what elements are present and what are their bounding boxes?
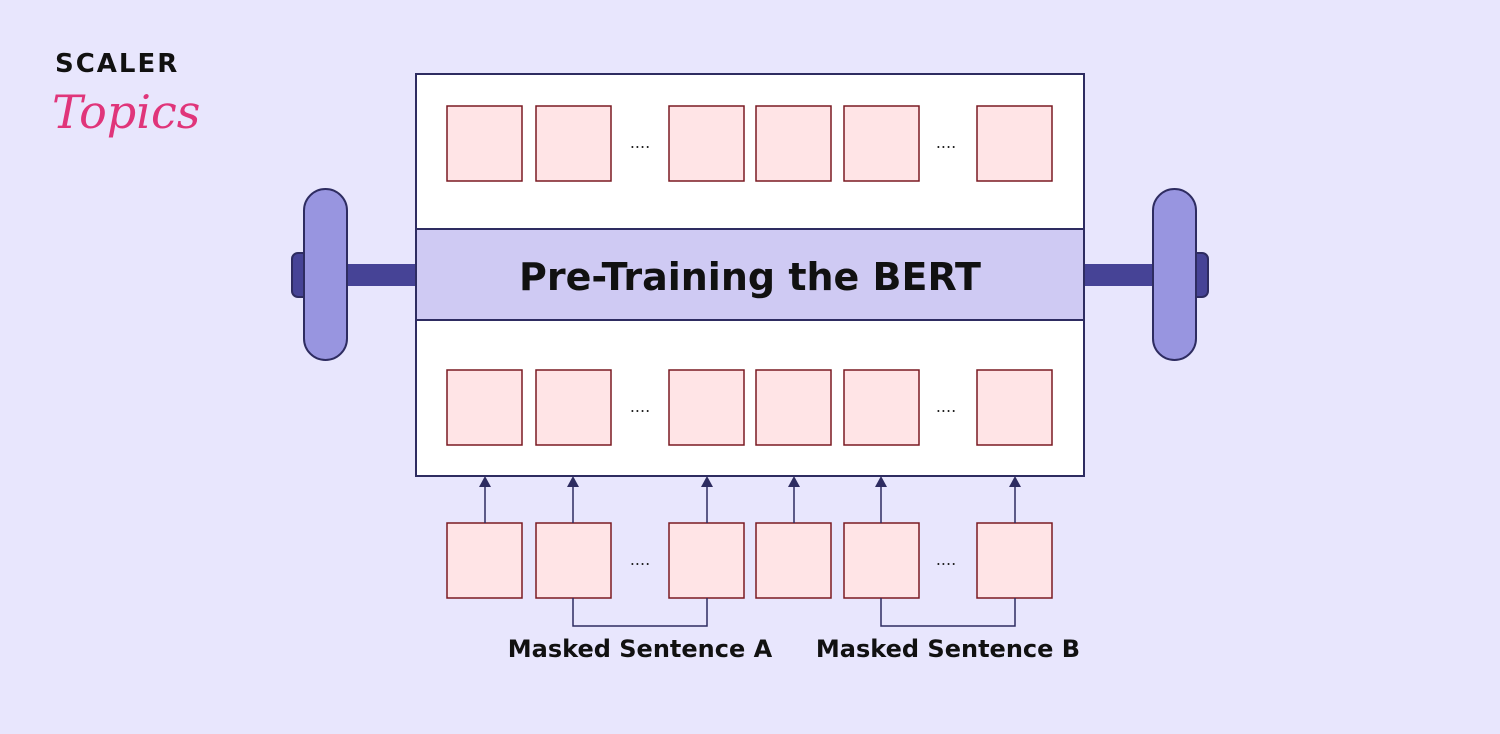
arrow-head-icon — [1009, 476, 1021, 487]
hidden-token-box — [976, 369, 1053, 446]
hidden-token-box — [755, 369, 832, 446]
ellipsis: .... — [936, 397, 956, 416]
diagram-title: Pre-Training the BERT — [519, 255, 981, 299]
right-dumbbell-weight — [1082, 188, 1209, 361]
sentence-bracket — [880, 598, 1016, 627]
input-token-box — [976, 522, 1053, 599]
input-token-box — [535, 522, 612, 599]
hidden-token-box — [446, 369, 523, 446]
sentence-bracket — [572, 598, 708, 627]
title-band — [415, 228, 1085, 321]
left-dumbbell-weight — [291, 188, 418, 361]
ellipsis: .... — [630, 133, 650, 152]
output-token-box — [976, 105, 1053, 182]
hidden-token-box — [843, 369, 920, 446]
right-plate — [1152, 188, 1197, 361]
label-masked-sentence-b: Masked Sentence B — [816, 635, 1080, 663]
input-token-box — [668, 522, 745, 599]
output-token-box — [843, 105, 920, 182]
logo-scaler: SCALER — [55, 49, 179, 79]
output-token-box — [755, 105, 832, 182]
ellipsis: .... — [630, 397, 650, 416]
ellipsis: .... — [936, 550, 956, 569]
input-token-box — [755, 522, 832, 599]
logo-topics: Topics — [52, 85, 200, 139]
arrow-head-icon — [788, 476, 800, 487]
arrow-head-icon — [701, 476, 713, 487]
output-token-box — [668, 105, 745, 182]
label-masked-sentence-a: Masked Sentence A — [508, 635, 773, 663]
ellipsis: .... — [936, 133, 956, 152]
left-bar — [340, 264, 418, 286]
hidden-token-box — [535, 369, 612, 446]
input-token-box — [446, 522, 523, 599]
arrow-head-icon — [479, 476, 491, 487]
input-token-box — [843, 522, 920, 599]
right-bar — [1082, 264, 1160, 286]
left-plate — [303, 188, 348, 361]
output-token-box — [535, 105, 612, 182]
output-token-box — [446, 105, 523, 182]
scaler-topics-logo: SCALER Topics — [52, 49, 200, 139]
hidden-token-box — [668, 369, 745, 446]
arrow-head-icon — [875, 476, 887, 487]
arrow-head-icon — [567, 476, 579, 487]
ellipsis: .... — [630, 550, 650, 569]
